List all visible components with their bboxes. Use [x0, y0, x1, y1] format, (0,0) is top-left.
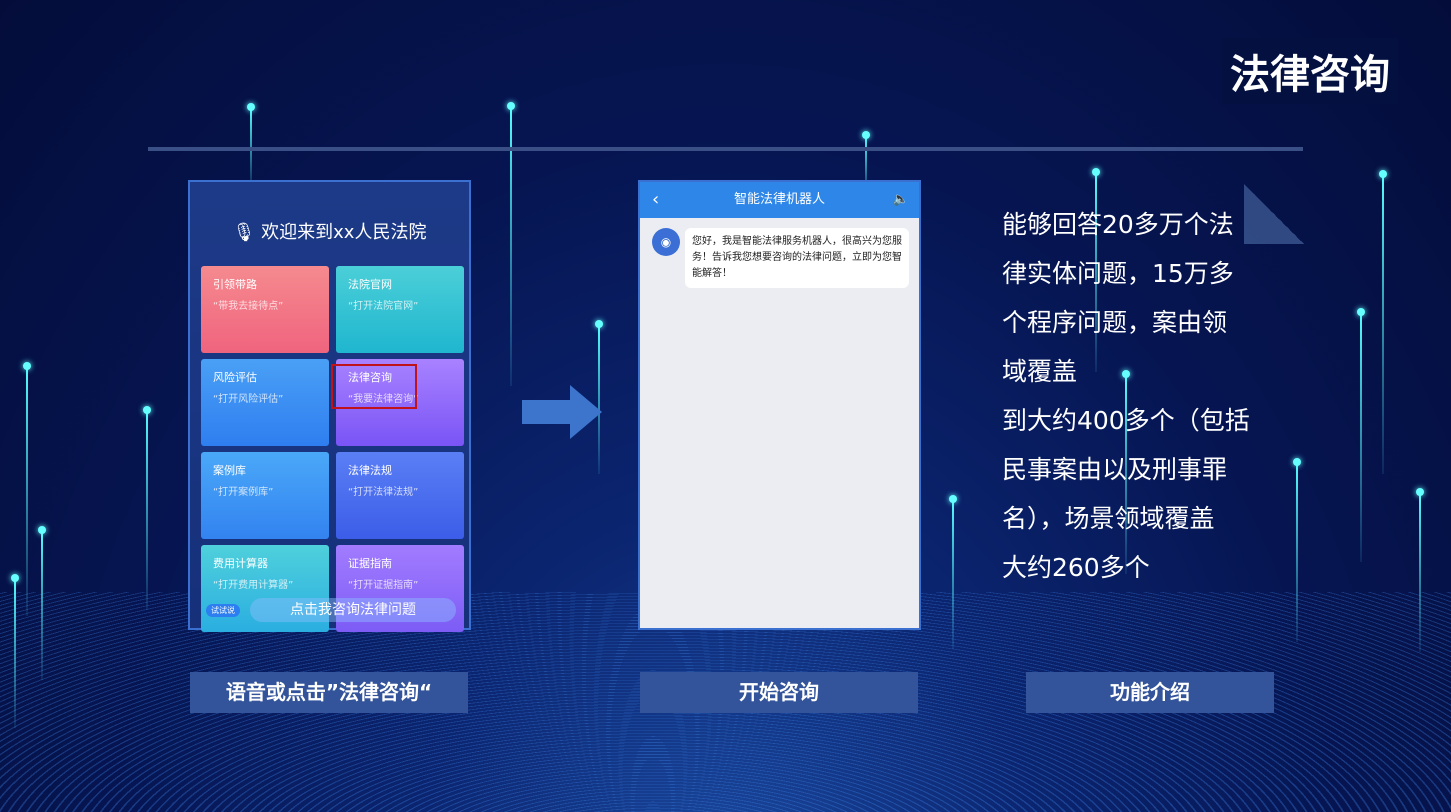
tile-subtitle: “打开法院官网”	[348, 301, 419, 312]
divider	[148, 147, 1303, 151]
tile-title: 引领带路	[213, 278, 257, 291]
light-line	[143, 406, 151, 610]
light-line	[1293, 458, 1301, 642]
light-line	[1416, 488, 1424, 652]
tile-title: 风险评估	[213, 371, 257, 384]
tile-4[interactable]: 案例库 “打开案例库”	[201, 452, 329, 539]
description-line: 名），场景领域覆盖	[1002, 504, 1215, 533]
light-line	[1092, 168, 1100, 372]
light-line	[11, 574, 19, 728]
light-line	[1122, 370, 1130, 574]
light-line	[862, 131, 870, 195]
ask-question-button[interactable]: 点击我咨询法律问题	[250, 598, 456, 622]
light-line	[949, 495, 957, 649]
description-line: 到大约400多个（包括	[1002, 406, 1250, 435]
corner-decoration	[1244, 184, 1304, 244]
label-step1: 语音或点击”法律咨询“	[190, 672, 468, 713]
tile-subtitle: “打开风险评估”	[213, 394, 284, 405]
tile-subtitle: “带我去接待点”	[213, 301, 284, 312]
tile-subtitle: “打开案例库”	[213, 487, 274, 498]
tile-3[interactable]: 法律咨询 “我要法律咨询”	[336, 359, 464, 446]
chat-message: 您好，我是智能法律服务机器人，很高兴为您服务！告诉我您想要咨询的法律问题，立即为…	[685, 228, 909, 288]
tile-0[interactable]: 引领带路 “带我去接待点”	[201, 266, 329, 353]
microphone-icon: 🎙	[232, 222, 256, 243]
tile-subtitle: “我要法律咨询”	[348, 394, 419, 405]
feature-description: 能够回答20多万个法律实体问题，15万多个程序问题，案由领域覆盖到大约400多个…	[1002, 200, 1282, 592]
page-title: 法律咨询	[1222, 38, 1398, 104]
tile-title: 法律咨询	[348, 371, 392, 384]
welcome-heading: 🎙 欢迎来到xx人民法院	[190, 218, 469, 244]
label-step2: 开始咨询	[640, 672, 918, 713]
light-line	[595, 320, 603, 474]
tile-title: 费用计算器	[213, 557, 268, 570]
tile-5[interactable]: 法律法规 “打开法律法规”	[336, 452, 464, 539]
chat-title: 智能法律机器人	[733, 192, 825, 207]
description-line: 大约260多个	[1002, 553, 1150, 582]
back-icon[interactable]: ‹	[652, 189, 660, 210]
tile-subtitle: “打开费用计算器”	[213, 580, 294, 591]
tile-6[interactable]: 费用计算器 “打开费用计算器”	[201, 545, 329, 632]
tile-7[interactable]: 证据指南 “打开证据指南”	[336, 545, 464, 632]
chat-header: ‹ 智能法律机器人 🔈	[640, 182, 919, 218]
description-line: 个程序问题，案由领	[1002, 308, 1228, 337]
tile-subtitle: “打开法律法规”	[348, 487, 419, 498]
tile-subtitle: “打开证据指南”	[348, 580, 419, 591]
description-line: 民事案由以及刑事罪	[1002, 455, 1228, 484]
tile-title: 案例库	[213, 464, 246, 477]
try-saying-badge: 试试说	[206, 604, 240, 617]
chat-screen: ‹ 智能法律机器人 🔈 ◉ 您好，我是智能法律服务机器人，很高兴为您服务！告诉我…	[638, 180, 921, 630]
description-line: 能够回答20多万个法	[1002, 210, 1234, 239]
light-line	[1357, 308, 1365, 562]
light-line	[38, 526, 46, 680]
tile-title: 证据指南	[348, 557, 392, 570]
label-step3: 功能介绍	[1026, 672, 1274, 713]
tile-title: 法院官网	[348, 278, 392, 291]
tile-1[interactable]: 法院官网 “打开法院官网”	[336, 266, 464, 353]
tile-title: 法律法规	[348, 464, 392, 477]
speaker-icon[interactable]: 🔈	[892, 192, 909, 207]
description-line: 域覆盖	[1002, 357, 1078, 386]
description-line: 律实体问题，15万多	[1002, 259, 1234, 288]
light-line	[507, 102, 515, 386]
light-line	[23, 362, 31, 616]
welcome-text: 欢迎来到xx人民法院	[261, 222, 427, 243]
highlight-box	[331, 364, 417, 409]
light-line	[1379, 170, 1387, 474]
tile-2[interactable]: 风险评估 “打开风险评估”	[201, 359, 329, 446]
arrow-right-icon	[522, 385, 602, 439]
robot-avatar: ◉	[652, 228, 680, 256]
